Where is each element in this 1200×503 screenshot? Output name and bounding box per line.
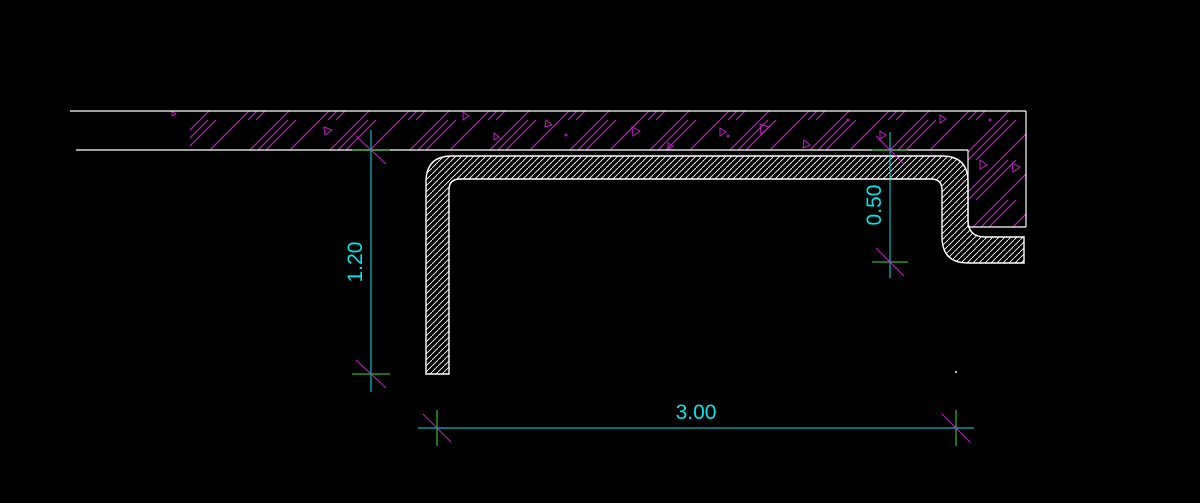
dimension-lip-label: 0.50 [863, 185, 886, 226]
profile-section [425, 155, 1025, 375]
dimension-width-label: 3.00 [676, 401, 717, 424]
concrete-slab [70, 110, 1027, 228]
dimension-height-label: 1.20 [344, 242, 367, 283]
slab-hatch-fill [190, 111, 1026, 227]
steel-profile [425, 155, 1025, 375]
dimension-width: 3.00 [418, 401, 974, 446]
dimension-lip: 0.50 [863, 132, 908, 278]
slab-outline [70, 110, 1027, 228]
aggregate-marks [171, 110, 1021, 173]
stray-point [955, 371, 957, 373]
dimension-height: 1.20 [344, 130, 390, 392]
